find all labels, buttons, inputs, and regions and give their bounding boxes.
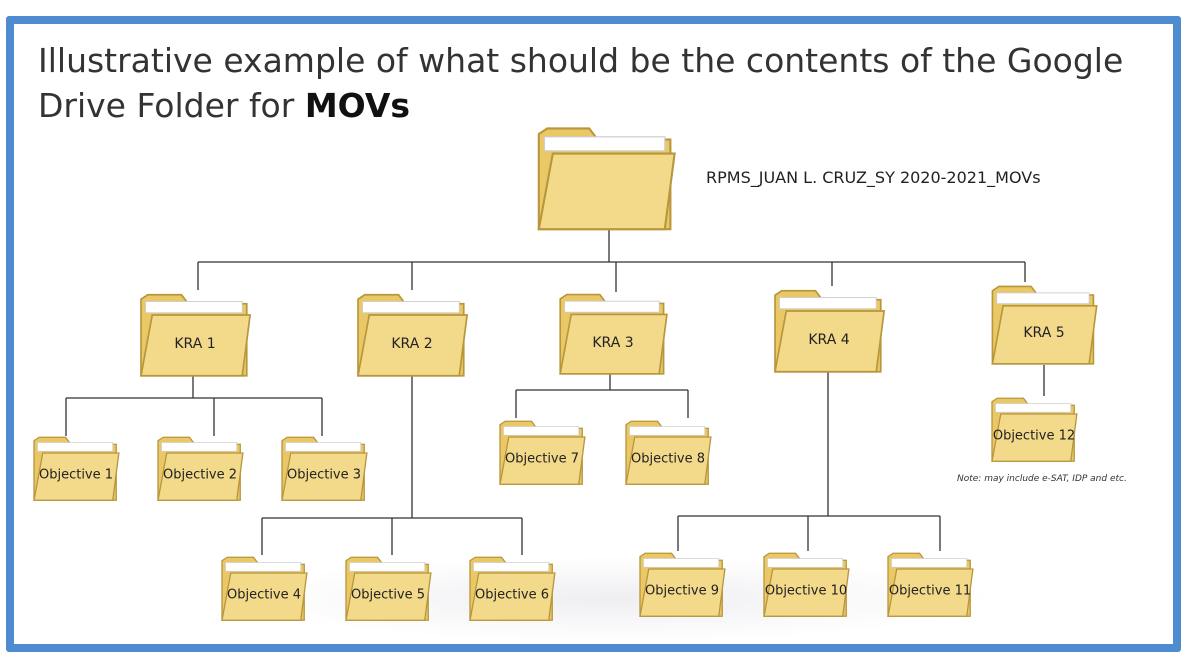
page-top-margin [0,0,1193,16]
objective-2-label: Objective 2 [162,467,238,483]
slide-title: Illustrative example of what should be t… [38,38,1158,128]
objective-8-label: Objective 8 [630,451,706,467]
objective-5-label: Objective 5 [350,587,426,603]
root-folder-icon-icon [537,127,676,231]
objective-6-label: Objective 6 [474,587,550,603]
objective-7-label: Objective 7 [504,451,580,467]
root-folder-label: RPMS_JUAN L. CRUZ_SY 2020-2021_MOVs [706,168,1041,187]
tree-connectors [65,230,1045,555]
objective-9-label: Objective 9 [644,583,720,599]
title-bold: MOVs [304,86,410,125]
kra-1-label: KRA 1 [174,335,216,352]
objective-4-label: Objective 4 [226,587,302,603]
kra-4-label: KRA 4 [808,331,850,348]
objective-12-note: Note: may include e-SAT, IDP and etc. [957,474,1127,484]
kra-3-label: KRA 3 [592,334,634,351]
folder-icons [33,127,1098,621]
title-text: Illustrative example of what should be t… [38,41,1124,125]
objective-10-label: Objective 10 [764,583,848,599]
kra-2-label: KRA 2 [391,335,433,352]
objective-3-label: Objective 3 [286,467,362,483]
objective-11-label: Objective 11 [888,583,972,599]
kra-5-label: KRA 5 [1023,325,1065,342]
slide-frame [6,16,1181,652]
objective-1-label: Objective 1 [38,467,114,483]
objective-12-label: Objective 12 [992,428,1076,444]
